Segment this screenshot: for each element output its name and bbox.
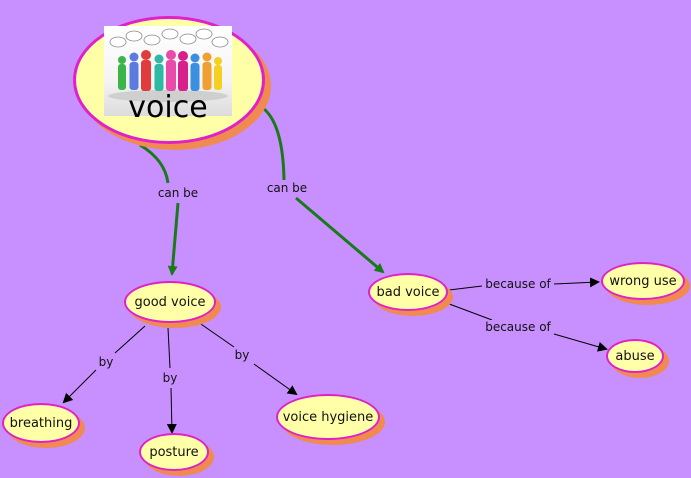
link-because-of-wrong-use xyxy=(553,277,600,288)
link-good-voice-by-2 xyxy=(167,327,171,369)
link-because-of-abuse xyxy=(553,333,608,352)
people-talking-image xyxy=(104,26,232,116)
link-label-because-of-2: because of xyxy=(483,320,553,334)
link-by-breathing xyxy=(62,369,97,404)
link-can-be-bad-voice xyxy=(295,196,385,274)
link-label-by-3: by xyxy=(232,348,252,362)
link-good-voice-by-1 xyxy=(114,325,146,354)
link-can-be-good-voice xyxy=(167,202,180,276)
link-label-can-be-left: can be xyxy=(155,186,201,200)
link-bad-voice-because-of-2 xyxy=(443,301,493,321)
link-label-because-of-1: because of xyxy=(483,277,553,291)
node-wrong-use[interactable]: wrong use xyxy=(601,262,685,300)
link-voice-good-voice xyxy=(139,143,170,184)
link-good-voice-by-3 xyxy=(197,321,235,348)
node-breathing[interactable]: breathing xyxy=(2,403,80,443)
link-by-posture xyxy=(166,387,177,434)
node-bad-voice[interactable]: bad voice xyxy=(368,273,448,311)
link-by-voice-hygiene xyxy=(253,363,298,396)
node-voice-hygiene[interactable]: voice hygiene xyxy=(276,394,380,440)
link-label-by-2: by xyxy=(160,371,180,385)
node-good-voice[interactable]: good voice xyxy=(124,281,216,323)
node-voice-label: voice xyxy=(128,90,208,125)
link-label-by-1: by xyxy=(96,355,116,369)
node-abuse[interactable]: abuse xyxy=(606,339,664,373)
node-posture[interactable]: posture xyxy=(139,433,209,471)
link-bad-voice-because-of-1 xyxy=(448,285,483,291)
link-label-can-be-right: can be xyxy=(264,181,310,195)
people-speech-bubbles-icon xyxy=(108,28,229,102)
link-voice-bad-voice xyxy=(259,104,286,181)
